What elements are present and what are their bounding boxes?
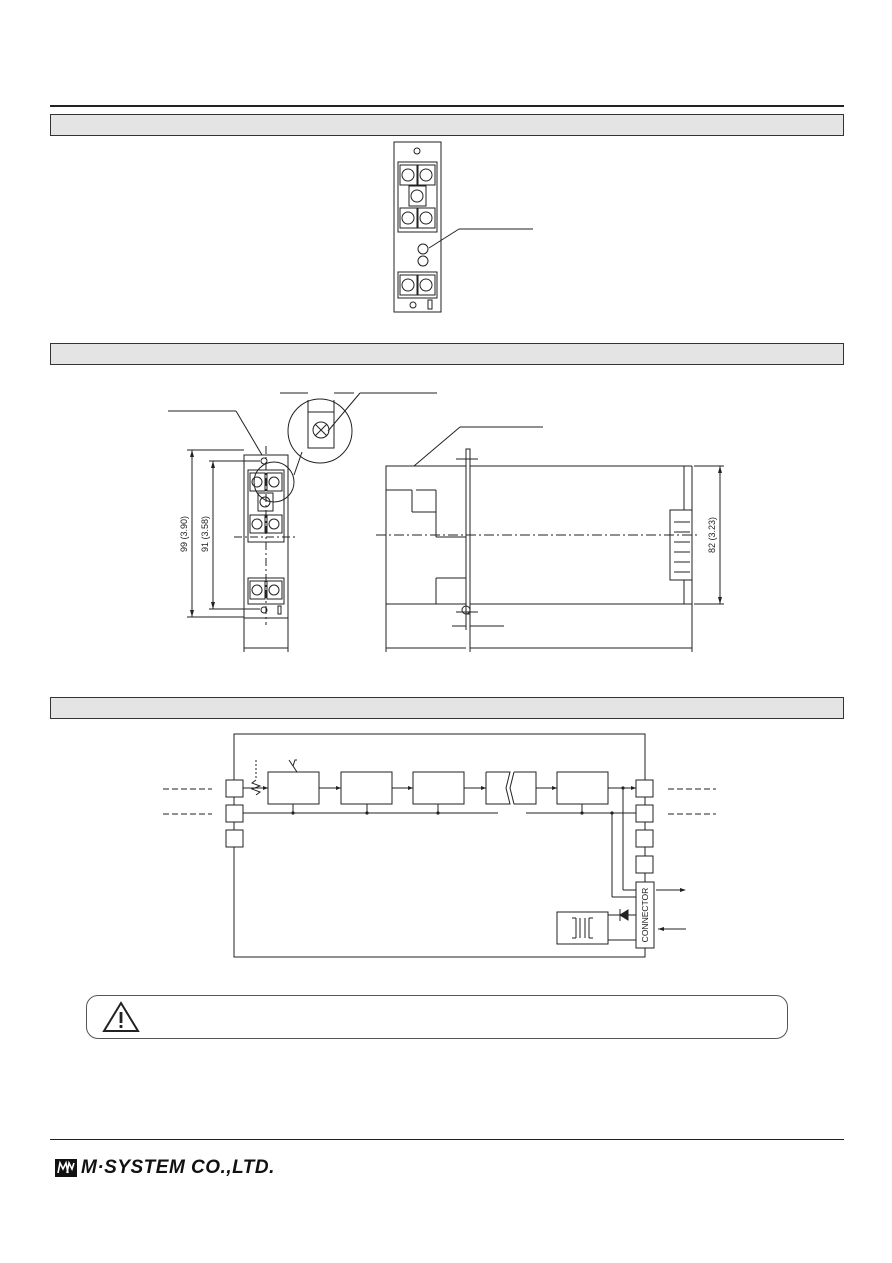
- company-name: M·SYSTEM CO.,LTD.: [81, 1157, 275, 1178]
- bottom-rule: [50, 1139, 844, 1140]
- dimension-side-view: [168, 392, 437, 652]
- section-header-front-view: [50, 114, 844, 136]
- dim-pitch: 91 (3.58): [200, 516, 210, 552]
- warning-triangle-icon: [102, 1001, 140, 1032]
- section-header-dimensions: [50, 343, 844, 365]
- dimension-profile-view: [376, 426, 724, 652]
- front-view-figure: [393, 141, 533, 313]
- block-diagram: [163, 733, 716, 958]
- company-logo: M·SYSTEM CO.,LTD.: [55, 1157, 275, 1179]
- section-header-block-diagram: [50, 697, 844, 719]
- dim-depth: 82 (3.23): [707, 517, 717, 553]
- company-emblem-icon: [55, 1159, 77, 1177]
- dim-height: 99 (3.90): [179, 516, 189, 552]
- caution-box: [86, 995, 788, 1039]
- connector-label: CONNECTOR: [640, 888, 650, 943]
- top-rule: [50, 105, 844, 107]
